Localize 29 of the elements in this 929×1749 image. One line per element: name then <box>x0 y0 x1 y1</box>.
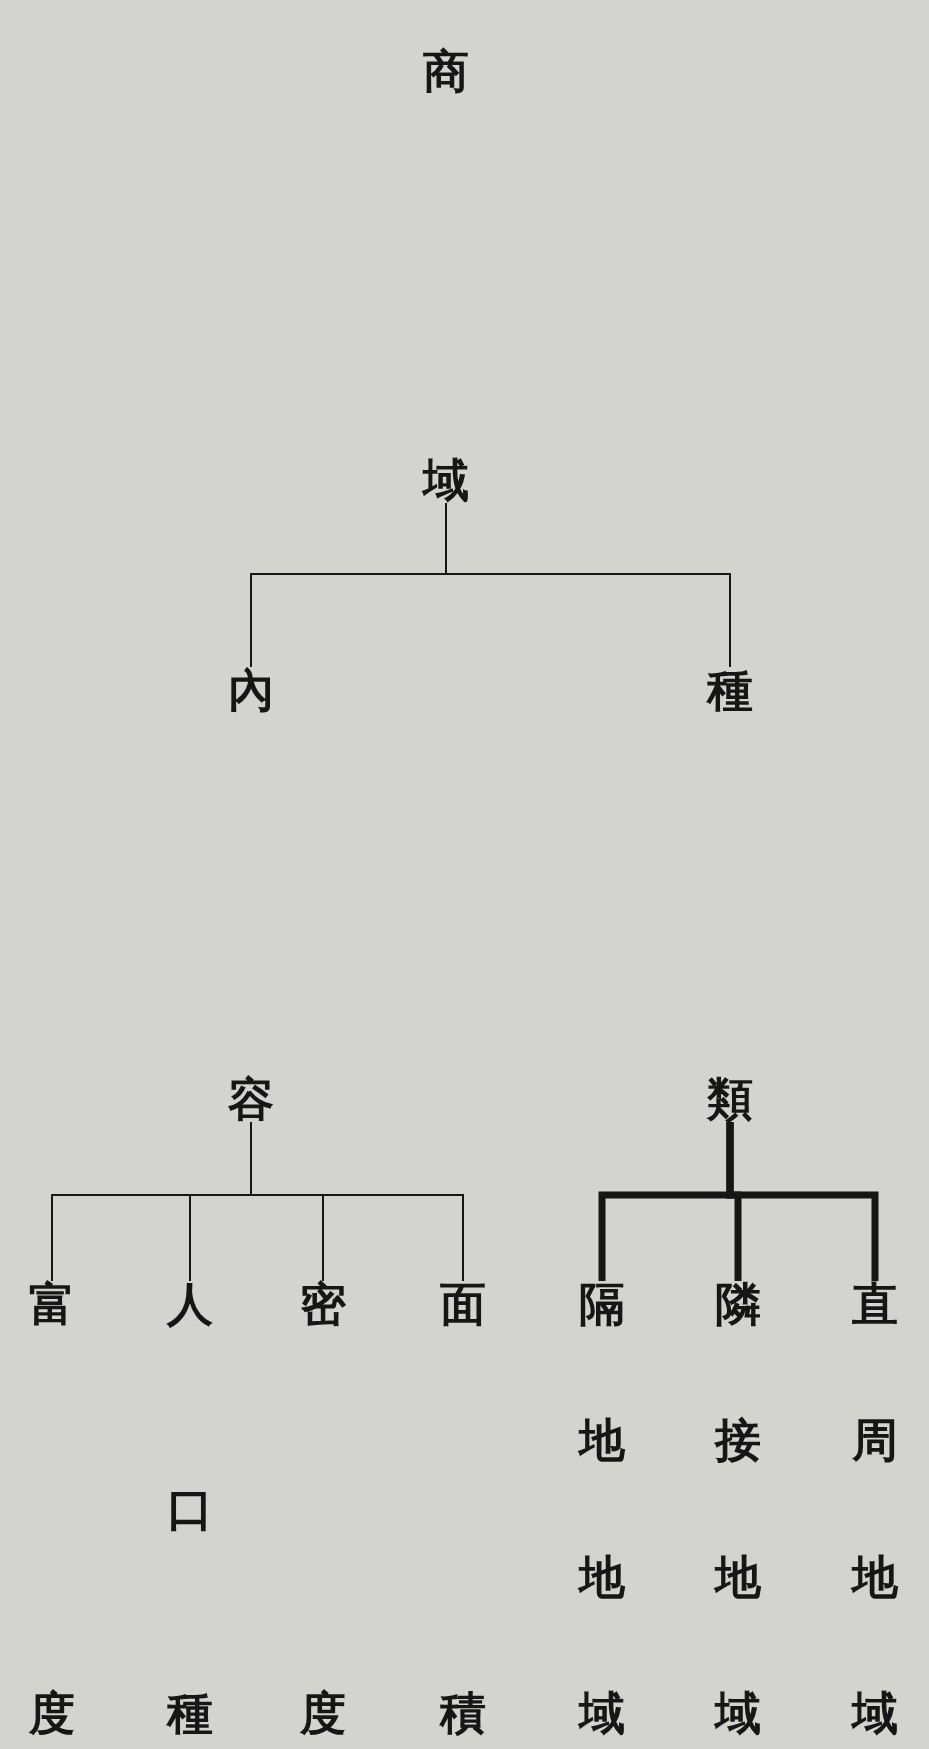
character-label: 面 <box>440 1281 486 1327</box>
character-label: 周 <box>852 1417 898 1464</box>
character-label: 隔 <box>579 1281 625 1327</box>
character-label: 直 <box>852 1281 898 1327</box>
character-label: 種 <box>707 667 753 713</box>
character-label: 富 <box>29 1281 75 1327</box>
character-label: 人 <box>167 1281 213 1327</box>
character-label: 內 <box>228 667 274 713</box>
character-label: 容 <box>228 1076 274 1122</box>
character-label: 域 <box>423 457 469 503</box>
character-label: 域 <box>852 1690 898 1736</box>
character-label: 類 <box>707 1076 753 1122</box>
character-label: 密 <box>300 1281 346 1327</box>
character-label: 域 <box>715 1690 761 1736</box>
character-label: 種 <box>167 1690 213 1736</box>
character-label: 度 <box>29 1690 75 1736</box>
connector-line <box>250 1121 464 1282</box>
character-label: 口 <box>167 1485 213 1532</box>
character-label: 地 <box>579 1417 625 1464</box>
character-label: 積 <box>440 1690 486 1736</box>
connector-line <box>445 502 731 668</box>
character-label: 度 <box>300 1690 346 1736</box>
character-label: 接 <box>715 1417 761 1464</box>
character-label: 地 <box>579 1553 625 1600</box>
character-label: 地 <box>852 1553 898 1600</box>
character-label: 商 <box>423 48 469 94</box>
character-label: 地 <box>715 1553 761 1600</box>
character-label: 域 <box>579 1690 625 1736</box>
character-label: 隣 <box>715 1281 761 1327</box>
